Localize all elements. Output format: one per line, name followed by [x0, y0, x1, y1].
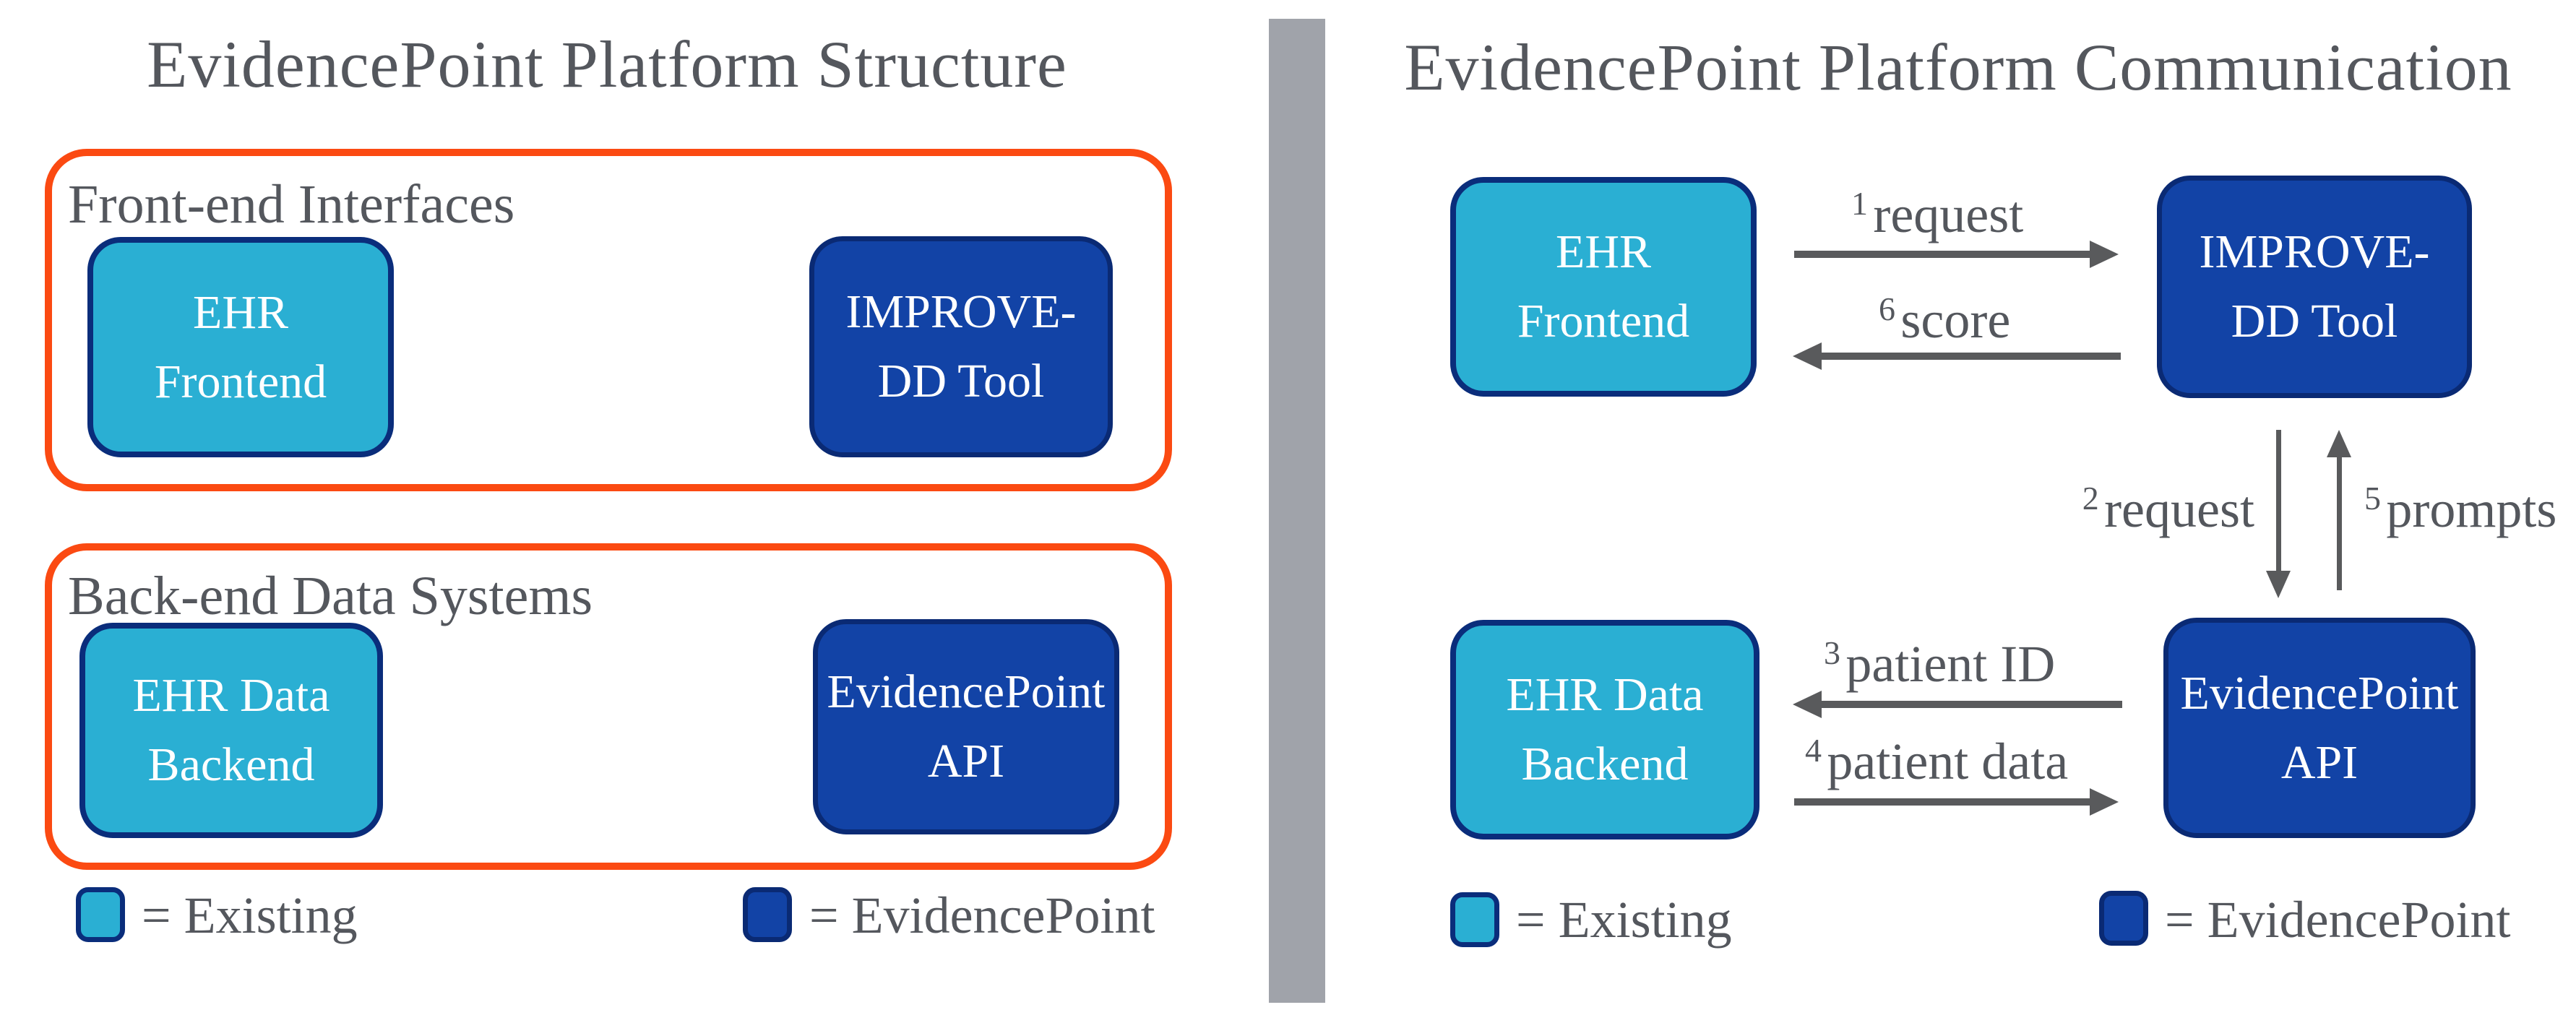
node-label-line: EHR: [193, 285, 288, 339]
group-label-back-end: Back-end Data Systems: [68, 566, 593, 626]
arrow-2-request-shaft: [2276, 430, 2281, 574]
flow-number: 5: [2364, 480, 2381, 517]
communication-title: EvidencePoint Platform Communication: [1404, 30, 2512, 104]
panel-divider: [1269, 19, 1325, 1003]
node-label-line: EHR: [1556, 225, 1651, 279]
group-label-front-end: Front-end Interfaces: [68, 174, 515, 235]
arrow-3-patient-id-head: [1793, 691, 1822, 718]
flow-number: 6: [1879, 290, 1895, 328]
structure-title: EvidencePoint Platform Structure: [147, 27, 1067, 101]
legend-swatch-existing: [76, 887, 125, 942]
node-ehr-data-backend: EHR Data Backend: [1450, 620, 1759, 839]
legend-swatch-existing: [1450, 892, 1499, 947]
node-label-line: Backend: [1521, 738, 1689, 790]
arrow-2-request-head: [2266, 571, 2291, 598]
legend-label-existing: = Existing: [1516, 891, 1732, 949]
arrow-4-patient-data-shaft: [1794, 798, 2094, 806]
group-front-end-interfaces: Front-end Interfaces EHR Frontend IMPROV…: [45, 149, 1172, 491]
node-label-line: IMPROVE-: [2199, 225, 2430, 279]
node-label-line: EvidencePoint: [827, 665, 1106, 719]
flow-number: 4: [1805, 732, 1822, 769]
arrow-5-prompts-shaft: [2337, 455, 2342, 590]
node-label-line: API: [927, 735, 1005, 787]
node-ehr-frontend: EHR Frontend: [1450, 177, 1757, 397]
node-label-line: DD Tool: [2231, 295, 2398, 348]
arrow-1-request-head: [2090, 241, 2119, 268]
legend-label-existing: = Existing: [142, 886, 358, 944]
node-label-line: EHR Data: [132, 669, 330, 722]
arrow-3-patient-id-shaft: [1822, 701, 2122, 708]
arrow-6-score-head: [1793, 342, 1822, 370]
node-evidencepoint-api: EvidencePoint API: [2163, 618, 2476, 838]
node-label-line: API: [2280, 735, 2359, 789]
legend-swatch-evidencepoint: [2099, 891, 2148, 946]
node-evidencepoint-api: EvidencePoint API: [813, 619, 1119, 834]
arrow-4-patient-data-head: [2090, 788, 2119, 816]
node-label-line: EvidencePoint: [2180, 666, 2459, 720]
node-improve-dd-tool: IMPROVE- DD Tool: [2157, 176, 2472, 398]
flow-number: 2: [2082, 480, 2099, 517]
node-label-line: Backend: [147, 738, 315, 791]
flow-number: 3: [1824, 634, 1840, 672]
arrow-1-request-shaft: [1794, 251, 2094, 258]
node-label-line: Frontend: [1517, 295, 1690, 348]
node-label-line: IMPROVE-: [845, 285, 1077, 339]
node-ehr-frontend: EHR Frontend: [87, 237, 394, 457]
arrow-5-prompts-head: [2327, 430, 2351, 457]
node-label-line: DD Tool: [877, 355, 1045, 407]
flow-number: 1: [1851, 185, 1868, 223]
group-back-end-data-systems: Back-end Data Systems EHR Data Backend E…: [45, 543, 1172, 870]
legend-label-evidencepoint: = EvidencePoint: [809, 886, 1155, 944]
node-improve-dd-tool: IMPROVE- DD Tool: [809, 236, 1113, 457]
legend-swatch-evidencepoint: [743, 887, 792, 942]
node-label-line: EHR Data: [1506, 668, 1704, 722]
arrow-6-score-shaft: [1822, 353, 2121, 360]
legend-label-evidencepoint: = EvidencePoint: [2165, 891, 2511, 949]
node-ehr-data-backend: EHR Data Backend: [79, 623, 383, 838]
node-label-line: Frontend: [154, 355, 327, 408]
